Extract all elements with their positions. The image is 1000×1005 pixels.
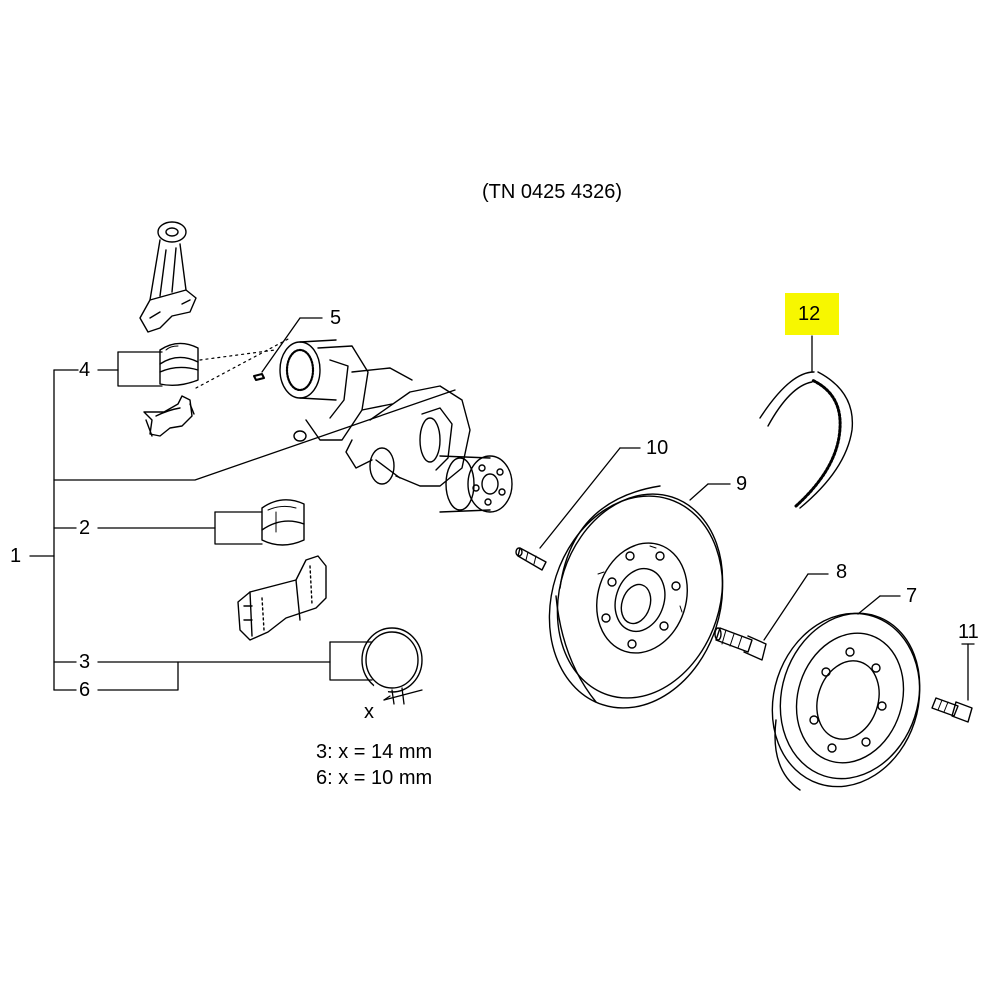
ring-gear [759, 371, 854, 509]
callout-5: 5 [330, 307, 342, 329]
dowel-pin [515, 547, 547, 571]
crank-pulley [771, 612, 921, 791]
callout-12: 12 [798, 303, 821, 325]
callout-7: 7 [906, 585, 918, 607]
crankshaft [279, 339, 513, 513]
main-bearing-cap [237, 555, 327, 641]
note-part-3: 3: x = 14 mm [316, 741, 433, 763]
callout-10: 10 [646, 437, 669, 459]
highlight-callout-12 [785, 293, 839, 335]
note-part-6: 6: x = 10 mm [316, 767, 433, 789]
thrust-ring [361, 627, 423, 694]
callout-3: 3 [79, 651, 91, 673]
part-number: (TN 0425 4326) [482, 181, 623, 203]
callout-2: 2 [79, 517, 91, 539]
flywheel [548, 485, 724, 709]
callout-8: 8 [836, 561, 848, 583]
callout-11: 11 [958, 621, 979, 643]
connecting-rod [139, 221, 197, 333]
leader-lines [29, 317, 975, 705]
callout-1: 1 [10, 545, 22, 567]
alignment-dots [195, 337, 291, 389]
pulley-bolt [931, 697, 973, 723]
dimension-x-label: x [364, 701, 374, 723]
callout-9: 9 [736, 473, 748, 495]
callout-6: 6 [79, 679, 91, 701]
conrod-cap [143, 395, 195, 437]
callout-4: 4 [79, 359, 91, 381]
pin-part-5 [253, 373, 265, 381]
flywheel-bolt [714, 627, 767, 661]
conrod-bearing-shells [159, 342, 199, 387]
main-bearing-shell [261, 499, 305, 546]
